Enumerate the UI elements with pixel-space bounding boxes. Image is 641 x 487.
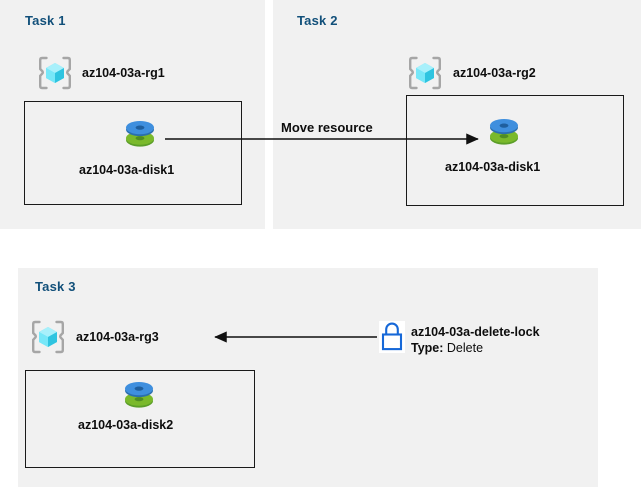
managed-disk-icon	[125, 382, 153, 408]
move-resource-label: Move resource	[281, 120, 373, 135]
resource-group-icon	[39, 56, 71, 90]
task3-rg-label: az104-03a-rg3	[76, 330, 159, 344]
task2-label: Task 2	[297, 13, 338, 28]
task3-panel	[18, 268, 598, 487]
task1-resource-label: az104-03a-disk1	[79, 163, 175, 177]
lock-name: az104-03a-delete-lock	[411, 325, 540, 339]
task2-panel	[273, 0, 641, 229]
padlock-icon	[379, 321, 405, 353]
task2-resource-box	[406, 95, 624, 206]
lock-applies-arrow	[214, 331, 377, 343]
resource-group-icon	[32, 320, 64, 354]
move-resource-arrow	[165, 133, 479, 145]
lock-info: az104-03a-delete-lock Type: Delete	[411, 324, 540, 356]
task1-panel	[0, 0, 265, 229]
task3-resource-label: az104-03a-disk2	[78, 418, 174, 432]
task3-resource-box	[25, 370, 255, 468]
task2-resource-label: az104-03a-disk1	[445, 160, 541, 174]
lock-type-label: Type:	[411, 341, 444, 355]
managed-disk-icon	[490, 119, 518, 145]
lock-type-value: Delete	[446, 341, 484, 355]
resource-group-icon	[409, 56, 441, 90]
managed-disk-icon	[126, 121, 154, 147]
task3-label: Task 3	[35, 279, 76, 294]
lock-type-line: Type: Delete	[411, 340, 540, 356]
task2-rg-label: az104-03a-rg2	[453, 66, 536, 80]
task1-rg-label: az104-03a-rg1	[82, 66, 165, 80]
task1-label: Task 1	[25, 13, 66, 28]
task1-resource-box	[24, 101, 242, 205]
